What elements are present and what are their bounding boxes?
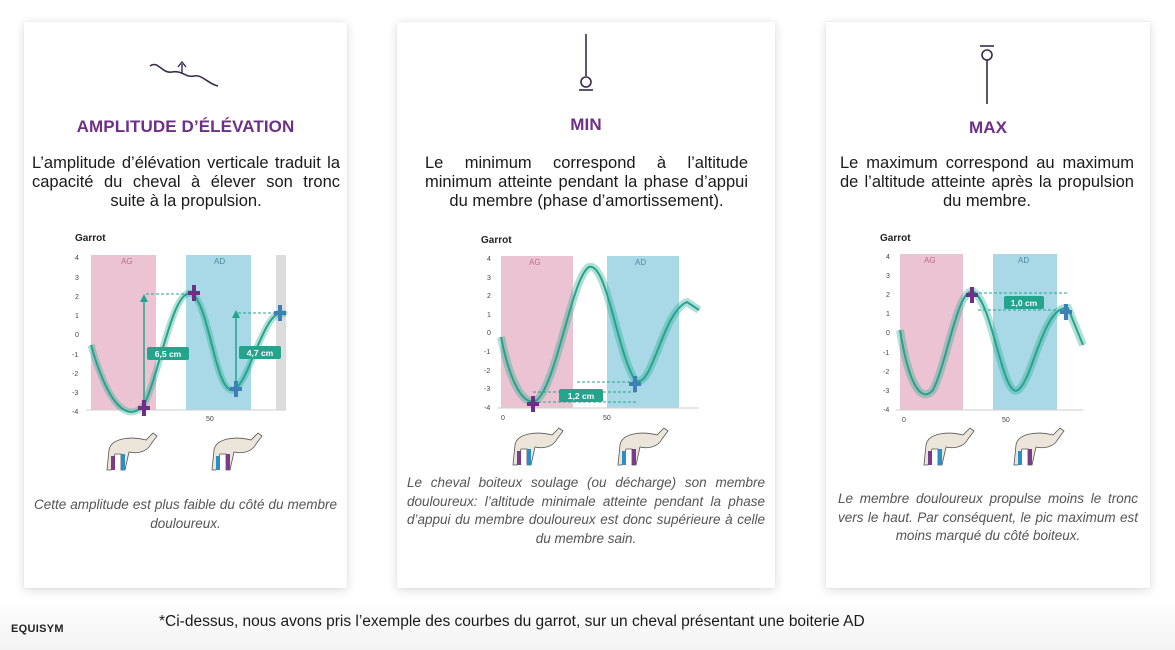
y-tick: 1 (487, 312, 491, 319)
y-tick: 1 (75, 313, 79, 320)
max-marker-icon (974, 40, 1000, 115)
y-tick: 2 (487, 293, 491, 300)
card-description: Le maximum correspond au maximum de l’al… (840, 154, 1134, 210)
y-tick: 3 (487, 275, 491, 282)
y-tick: 4 (75, 255, 79, 262)
y-tick: 2 (75, 294, 79, 301)
zone-partial (276, 255, 286, 410)
chart-max-svg: Garrot AG AD 4 3 2 1 0 -1 -2 -3 -4 0 50 … (880, 233, 1087, 466)
chart-title: Garrot (481, 235, 512, 246)
zone-label-ag: AG (924, 256, 936, 265)
annotation-box (147, 347, 189, 360)
horse-icon (512, 427, 564, 466)
card-note: Le cheval boiteux soulage (ou décharge) … (407, 475, 765, 546)
zone-label-ag: AG (529, 258, 541, 267)
zone-label-ad: AD (214, 257, 225, 266)
y-tick: -2 (484, 368, 490, 375)
y-tick: -4 (883, 407, 889, 414)
horse-icon (106, 432, 158, 471)
y-tick: 1 (886, 311, 890, 318)
card-title: MIN (570, 115, 602, 134)
zone-ad (607, 256, 679, 408)
zone-label-ag: AG (121, 257, 133, 266)
y-tick: 0 (75, 332, 79, 339)
y-tick: 3 (75, 275, 79, 282)
footer-band (0, 598, 1175, 650)
y-tick: -1 (72, 352, 78, 359)
card-description: Le minimum correspond à l’altitude minim… (425, 154, 748, 210)
y-tick: -3 (484, 386, 490, 393)
x-tick: 50 (603, 415, 611, 422)
card-max: MAX Le maximum correspond au maximum de … (826, 22, 1150, 588)
horse-icon (211, 432, 263, 471)
y-tick: 0 (487, 330, 491, 337)
card-title: MAX (968, 118, 1008, 137)
x-tick: 50 (1002, 417, 1010, 424)
cross-min-ad (629, 376, 641, 392)
annotation-box (559, 389, 603, 402)
annotation-label: 4,7 cm (247, 348, 274, 358)
y-tick: -3 (883, 388, 889, 395)
y-tick: -1 (484, 349, 490, 356)
rising-curve-icon (146, 56, 226, 97)
zone-ag (91, 255, 156, 410)
cross-max-ad (1060, 304, 1072, 320)
x-tick: 0 (501, 415, 505, 422)
chart-amplitude-svg: Garrot AG AD 4 3 2 1 0 -1 -2 -3 -4 50 (72, 233, 289, 471)
y-tick: -3 (72, 390, 78, 397)
horse-icon (923, 427, 975, 466)
chart-title: Garrot (880, 233, 911, 244)
withers-curve (899, 290, 1084, 396)
zone-label-ad: AD (1018, 256, 1029, 265)
chart-max: Garrot AG AD 4 3 2 1 0 -1 -2 -3 -4 0 50 … (878, 230, 1093, 475)
y-tick: -1 (883, 350, 889, 357)
annotation-box (239, 346, 281, 359)
chart-amplitude: Garrot AG AD 4 3 2 1 0 -1 -2 -3 -4 50 (66, 230, 301, 490)
arrow-head (232, 310, 240, 318)
card-min: MIN Le minimum correspond à l’altitude m… (397, 22, 775, 588)
zone-ag (501, 256, 573, 408)
footer-note: *Ci-dessus, nous avons pris l’exemple de… (159, 613, 865, 630)
y-tick: -2 (72, 371, 78, 378)
card-note: Le membre douloureux propulse moins le t… (838, 491, 1138, 543)
y-tick: 4 (886, 254, 890, 261)
annotation-box (1004, 296, 1044, 309)
y-tick: -4 (484, 405, 490, 412)
zone-label-ad: AD (635, 258, 646, 267)
y-tick: 2 (886, 292, 890, 299)
annotation-label: 6,5 cm (155, 349, 182, 359)
y-tick: -2 (883, 369, 889, 376)
y-tick: 4 (487, 256, 491, 263)
y-tick: 0 (886, 330, 890, 337)
chart-min-svg: Garrot AG AD 4 3 2 1 0 -1 -2 -3 -4 0 50 … (481, 235, 702, 466)
horse-icon (1013, 427, 1065, 466)
cross-min-ad (230, 381, 242, 397)
chart-title: Garrot (75, 233, 106, 244)
annotation-label: 1,2 cm (568, 391, 595, 401)
chart-min: Garrot AG AD 4 3 2 1 0 -1 -2 -3 -4 0 50 … (477, 232, 702, 477)
x-tick: 0 (902, 417, 906, 424)
brand-logo: EQUISYM (11, 623, 64, 635)
x-tick: 50 (206, 416, 214, 423)
y-tick: -4 (72, 409, 78, 416)
card-note: Cette amplitude est plus faible du côté … (34, 497, 337, 531)
cross-min-ag (527, 396, 539, 412)
cross-max-ad (274, 305, 286, 321)
card-title: AMPLITUDE D’ÉLÉVATION (76, 117, 295, 136)
cross-max-ag (188, 285, 200, 301)
cross-max-ag (966, 287, 978, 303)
card-description: L’amplitude d’élévation verticale tradui… (32, 154, 340, 210)
zone-ad (993, 254, 1057, 410)
cross-min-ag (138, 400, 150, 416)
y-tick: 3 (886, 273, 890, 280)
annotation-label: 1,0 cm (1011, 298, 1038, 308)
horse-icon (617, 427, 669, 466)
arrow-head (140, 294, 148, 302)
min-marker-icon (573, 32, 599, 101)
card-amplitude: AMPLITUDE D’ÉLÉVATION L’amplitude d’élév… (24, 22, 347, 588)
